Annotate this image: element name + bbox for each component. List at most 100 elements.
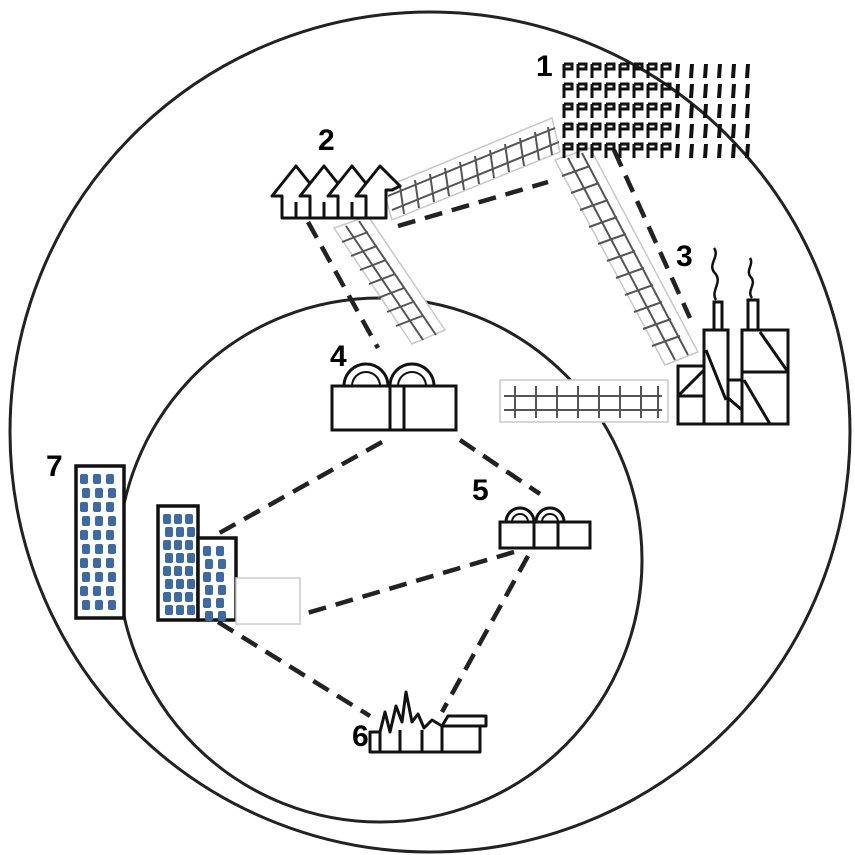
window xyxy=(187,553,195,563)
window xyxy=(163,566,171,576)
window xyxy=(218,559,226,569)
crop-plant xyxy=(689,144,694,158)
link-4-city xyxy=(212,440,384,538)
window xyxy=(163,592,171,602)
window xyxy=(216,546,224,556)
crop-plant xyxy=(632,102,644,118)
crop-plant xyxy=(703,84,708,98)
window xyxy=(176,605,184,615)
window xyxy=(205,559,213,569)
railway-1-3 xyxy=(553,147,700,366)
crop-plant xyxy=(689,124,694,138)
railway-2-4 xyxy=(332,215,447,345)
crop-plant xyxy=(731,144,736,158)
crop-plant xyxy=(576,122,588,138)
tall-building-icon xyxy=(74,464,126,620)
window xyxy=(187,605,195,615)
city-buildings-icon xyxy=(156,504,301,625)
crop-plant xyxy=(604,142,616,158)
window xyxy=(93,502,101,512)
crop-plant xyxy=(618,82,630,98)
field-crop-icon xyxy=(562,62,750,158)
crop-plant xyxy=(646,62,658,78)
window xyxy=(106,530,114,540)
window xyxy=(108,516,116,526)
crop-plant xyxy=(717,144,722,158)
window xyxy=(185,540,193,550)
crop-plant xyxy=(731,124,736,138)
crop-plant xyxy=(576,62,588,78)
crop-plant xyxy=(590,102,602,118)
window xyxy=(165,553,173,563)
crop-plant xyxy=(675,124,680,138)
window xyxy=(80,502,88,512)
crop-plant xyxy=(646,122,658,138)
crop-plant xyxy=(590,82,602,98)
link-1-3 xyxy=(611,149,693,319)
window xyxy=(95,544,103,554)
crop-plant xyxy=(562,122,574,138)
link-2-4 xyxy=(306,220,380,350)
window xyxy=(93,586,101,596)
window xyxy=(205,585,213,595)
crop-plant xyxy=(632,62,644,78)
link-5-city xyxy=(303,549,515,617)
window xyxy=(205,611,213,621)
window xyxy=(106,474,114,484)
window xyxy=(95,572,103,582)
label-6: 6 xyxy=(352,720,369,753)
window xyxy=(218,611,226,621)
window xyxy=(163,540,171,550)
crop-plant xyxy=(675,144,680,158)
window xyxy=(174,514,182,524)
window xyxy=(176,553,184,563)
crop-plant xyxy=(717,124,722,138)
window xyxy=(108,544,116,554)
factory-icon xyxy=(676,247,790,426)
window xyxy=(163,514,171,524)
window xyxy=(174,566,182,576)
window xyxy=(82,572,90,582)
window xyxy=(187,527,195,537)
crop-plant xyxy=(717,104,722,118)
crop-plant xyxy=(717,64,722,78)
crop-plant xyxy=(745,104,750,118)
window xyxy=(218,585,226,595)
crop-plant xyxy=(576,82,588,98)
crop-plant xyxy=(703,144,708,158)
crop-plant xyxy=(632,142,644,158)
crop-plant xyxy=(632,82,644,98)
crop-plant xyxy=(632,122,644,138)
crop-plant xyxy=(646,82,658,98)
window xyxy=(174,592,182,602)
window xyxy=(93,530,101,540)
railway-4-3 xyxy=(499,379,669,423)
window xyxy=(82,488,90,498)
crop-plant xyxy=(618,142,630,158)
window xyxy=(165,605,173,615)
link-5-6 xyxy=(440,554,530,714)
crop-plant xyxy=(618,62,630,78)
label-3: 3 xyxy=(676,240,693,273)
window xyxy=(176,579,184,589)
crop-plant xyxy=(562,62,574,78)
crop-plant xyxy=(745,124,750,138)
crop-plant xyxy=(576,142,588,158)
window xyxy=(187,579,195,589)
window xyxy=(80,558,88,568)
label-1: 1 xyxy=(536,50,553,83)
crop-plant xyxy=(675,64,680,78)
window xyxy=(176,527,184,537)
large-market-icon xyxy=(330,362,458,432)
window xyxy=(185,592,193,602)
window xyxy=(216,572,224,582)
window xyxy=(82,544,90,554)
crop-plant xyxy=(745,64,750,78)
crop-plant xyxy=(675,104,680,118)
link-4-5 xyxy=(458,438,542,496)
crop-plant xyxy=(604,62,616,78)
crop-plant xyxy=(731,104,736,118)
crop-plant xyxy=(604,82,616,98)
